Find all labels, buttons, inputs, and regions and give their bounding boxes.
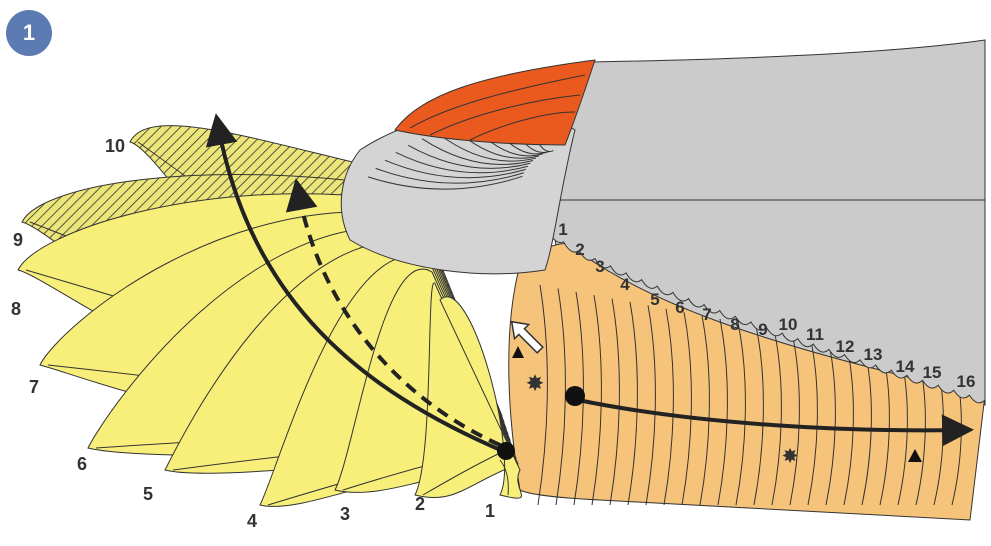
triangle-symbol-left	[512, 346, 524, 358]
primary-feather-1	[439, 296, 522, 499]
primary-label-8: 8	[11, 299, 21, 319]
secondary-division	[789, 332, 800, 506]
secondary-label-6: 6	[675, 298, 684, 317]
secondary-label-14: 14	[896, 357, 915, 376]
primary-label-9: 9	[13, 230, 23, 250]
secondary-label-1: 1	[558, 220, 567, 239]
secondary-division	[735, 322, 746, 506]
secondary-label-11: 11	[806, 325, 824, 344]
covert-line	[375, 167, 525, 184]
secondary-label-16: 16	[957, 372, 976, 391]
secondary-division	[609, 298, 620, 506]
covert-line	[367, 175, 523, 190]
secondary-division	[537, 284, 548, 506]
moult-arrow-primaries-solid	[205, 113, 506, 454]
star-symbol-left: ✸	[526, 373, 544, 395]
secondary-label-15: 15	[923, 363, 942, 382]
secondary-division	[555, 288, 566, 506]
primary-label-5: 5	[143, 484, 153, 504]
secondary-division	[663, 308, 674, 506]
open-arrow-symbol	[510, 320, 544, 354]
secondary-division	[825, 339, 836, 506]
primary-label-2: 2	[415, 494, 425, 514]
alula	[394, 59, 596, 146]
secondary-label-5: 5	[650, 290, 659, 309]
covert-line	[384, 159, 526, 179]
figure-number-badge: 1	[6, 10, 52, 56]
greater-coverts	[340, 109, 576, 275]
primary-labels: 1 2 3 4 5 6 7 8 9 10	[11, 136, 495, 531]
primary-label-6: 6	[77, 454, 87, 474]
moult-arrow-secondaries	[577, 398, 974, 447]
secondary-label-10: 10	[779, 315, 798, 334]
covert-line	[407, 144, 531, 169]
primary-label-7: 7	[29, 377, 39, 397]
moult-arrow-primaries-dashed	[285, 178, 501, 447]
star-symbol-right: ✸	[781, 446, 798, 466]
secondary-label-2: 2	[575, 240, 584, 259]
primary-label-4: 4	[247, 511, 257, 531]
moult-start-dot-primaries	[497, 442, 515, 460]
secondary-division	[807, 335, 818, 506]
secondary-division	[699, 315, 710, 506]
primary-feather-2	[414, 282, 519, 499]
secondary-division	[771, 329, 782, 506]
secondary-label-9: 9	[758, 320, 767, 339]
secondary-label-12: 12	[836, 337, 855, 356]
secondary-division	[717, 318, 728, 506]
primary-shaft-2	[422, 453, 499, 496]
covert-line	[436, 132, 537, 162]
covert-line	[395, 152, 528, 174]
covert-line	[421, 138, 534, 165]
secondary-label-8: 8	[730, 315, 739, 334]
secondary-division	[681, 312, 692, 506]
secondary-label-13: 13	[864, 345, 883, 364]
secondary-label-4: 4	[620, 275, 630, 294]
secondary-label-3: 3	[595, 257, 604, 276]
secondary-division	[645, 305, 656, 506]
primary-label-10: 10	[105, 136, 125, 156]
covert-edge	[547, 199, 986, 404]
secondary-label-7: 7	[702, 305, 711, 324]
primary-label-3: 3	[340, 504, 350, 524]
moult-start-dot-secondaries	[565, 386, 585, 406]
secondary-division	[753, 325, 764, 506]
primary-label-1: 1	[485, 501, 495, 521]
secondary-division	[627, 301, 638, 506]
triangle-symbol-right	[908, 449, 922, 462]
primary-shaft-1	[499, 459, 509, 496]
